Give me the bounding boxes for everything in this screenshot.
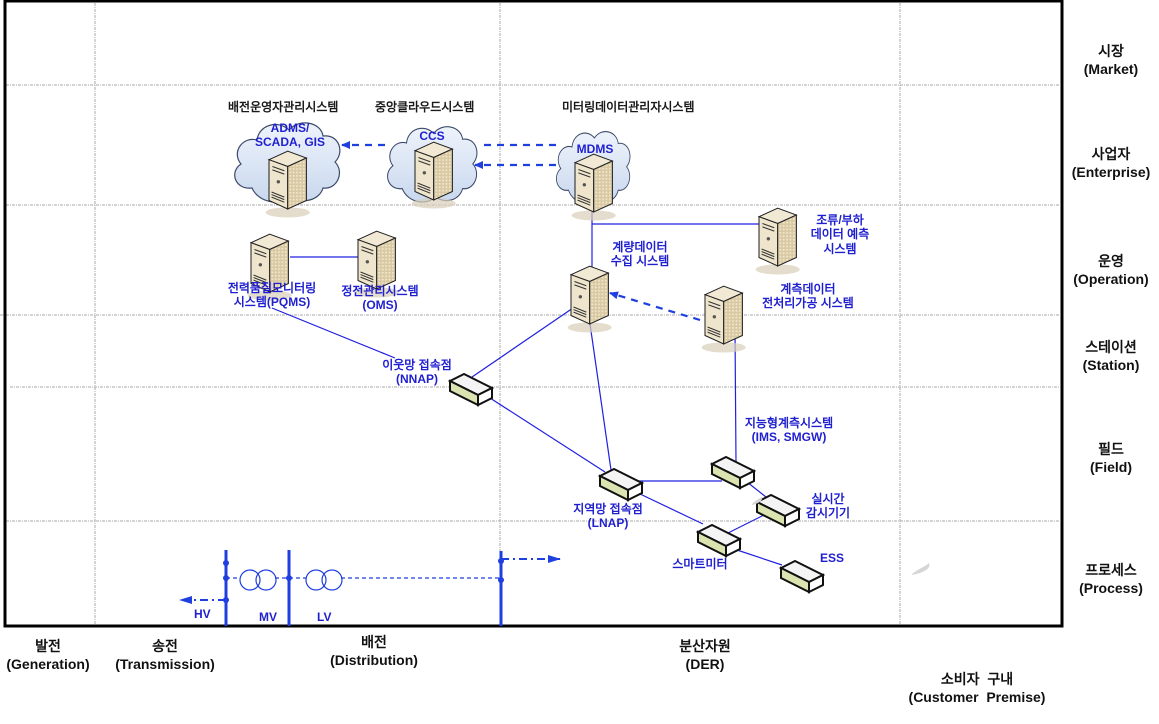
adms-caption: 배전운영자관리시스템 [228,100,339,114]
dashed-arrow-preprocess-to-collector [609,291,701,322]
decorative-mark [752,497,763,505]
domain-label-generation: 발전(Generation) [6,638,90,672]
link-meter-ess [736,549,783,566]
ccs-label[interactable]: CCS [419,129,445,143]
network-device-icon[interactable] [711,456,755,489]
zone-label-enterprise: 사업자(Enterprise) [1071,146,1151,180]
lv-label: LV [317,610,332,624]
domain-label-distribution: 배전(Distribution) [330,634,418,668]
ims-label[interactable]: 지능형계측시스템 (IMS, SMGW) [744,416,834,445]
adms-label[interactable]: ADMS/ SCADA, GIS [254,121,325,150]
preprocess-system-label[interactable]: 계측데이터 전처리가공 시스템 [762,282,854,311]
zone-label-market: 시장(Market) [1083,43,1139,77]
oms-label[interactable]: 정전관리시스템 (OMS) [341,284,419,313]
zone-label-field: 필드(Field) [1090,441,1132,475]
decorative-mark [912,563,930,575]
ccs-caption: 중앙클라우드시스템 [375,100,475,114]
collector-system-label[interactable]: 계량데이터 수집 시스템 [610,240,670,269]
monitor-device-label[interactable]: 실시간 감시기기 [805,492,851,521]
mdms-label[interactable]: MDMS [576,142,614,156]
transformer-icon [305,569,343,591]
server-tower-icon[interactable] [265,150,311,219]
nnap-label[interactable]: 이웃망 접속점 (NNAP) [382,358,452,387]
domain-label-customer: 소비자 구내(Customer Premise) [908,671,1046,705]
zone-label-operation: 운영(Operation) [1073,253,1149,287]
domain-label-transmission: 송전(Transmission) [115,638,215,672]
ess-label[interactable]: ESS [819,551,844,565]
server-tower-icon[interactable] [701,285,747,354]
pqms-label[interactable]: 전력품질모니터링 시스템(PQMS) [227,281,317,310]
server-tower-icon[interactable] [567,265,613,334]
server-tower-icon[interactable] [755,207,801,276]
link-meter-monitor [727,514,765,534]
link-collector-nnap [471,307,574,378]
electrical-single-line [179,550,561,626]
zone-label-station: 스테이션(Station) [1082,339,1140,373]
zone-label-process: 프로세스(Process) [1079,562,1143,596]
network-device-icon[interactable] [780,560,824,593]
domain-label-der: 분산자원(DER) [679,638,731,672]
lnap-label[interactable]: 지역망 접속점 (LNAP) [573,502,643,531]
architecture-diagram [0,0,1064,628]
mv-label: MV [259,610,277,624]
link-lnap-meter [637,492,704,525]
grid-lines [0,3,1060,625]
link-pqms-nnap [271,307,396,359]
link-nnap-lnap [489,397,606,473]
transformer-icon [239,569,277,591]
link-collector-lnap [587,309,612,471]
dashed-links [341,141,701,322]
hv-label: HV [194,607,211,621]
links [271,195,783,566]
server-tower-icon[interactable] [571,153,617,222]
link-ims-monitor [746,481,767,498]
smart-meter-label[interactable]: 스마트미터 [672,557,728,571]
link-preprocess-ims [734,329,737,463]
forecast-system-label[interactable]: 조류/부하 데이터 예측 시스템 [810,213,870,256]
diagram-frame [3,0,1064,628]
mdms-caption: 미터링데이터관리자시스템 [562,100,695,114]
network-device-icon[interactable] [599,468,643,501]
